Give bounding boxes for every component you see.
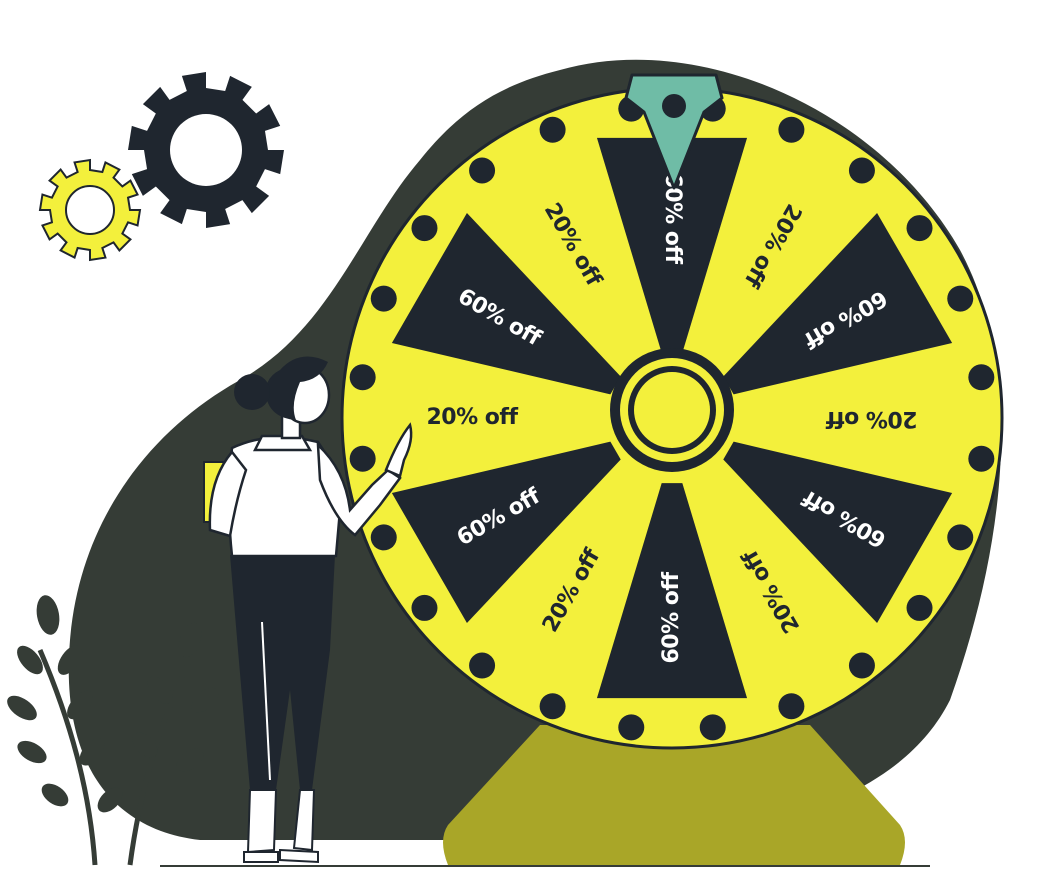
wheel-peg xyxy=(906,215,933,242)
wheel-peg xyxy=(947,524,974,551)
wheel-peg xyxy=(778,693,805,720)
wheel-segment-label: 60% off xyxy=(659,572,684,664)
wheel-peg xyxy=(778,116,805,143)
woman-figure xyxy=(203,356,413,864)
wheel-segment xyxy=(723,441,953,624)
wheel-peg xyxy=(618,714,645,741)
wheel-hub-center xyxy=(634,372,710,448)
wheel-peg xyxy=(349,364,376,391)
wheel-peg xyxy=(699,714,726,741)
wheel-stand xyxy=(443,725,905,865)
wheel-segment xyxy=(596,483,748,699)
pointer-icon xyxy=(624,73,724,190)
wheel-peg xyxy=(848,157,875,184)
wheel-peg xyxy=(370,285,397,312)
wheel-segment-label: 20% off xyxy=(826,406,918,431)
wheel-peg xyxy=(848,652,875,679)
small-gear-icon xyxy=(38,158,142,262)
plant-icon xyxy=(7,595,219,866)
wheel-segment xyxy=(596,137,748,353)
big-gear-icon xyxy=(128,72,284,228)
wheel-peg xyxy=(947,285,974,312)
wheel-peg xyxy=(469,652,496,679)
wheel-peg xyxy=(370,524,397,551)
wheel-peg xyxy=(906,594,933,621)
wheel-segment xyxy=(391,441,621,624)
wheel-segment xyxy=(723,212,953,395)
wheel-peg xyxy=(411,215,438,242)
wheel-peg xyxy=(968,364,995,391)
wheel-segment-label: 20% off xyxy=(426,405,518,430)
wheel-peg xyxy=(469,157,496,184)
wheel-peg xyxy=(968,445,995,472)
wheel-peg xyxy=(539,116,566,143)
wheel-peg xyxy=(349,445,376,472)
wheel-peg xyxy=(539,693,566,720)
wheel-segment xyxy=(391,212,621,395)
wheel-peg xyxy=(411,594,438,621)
